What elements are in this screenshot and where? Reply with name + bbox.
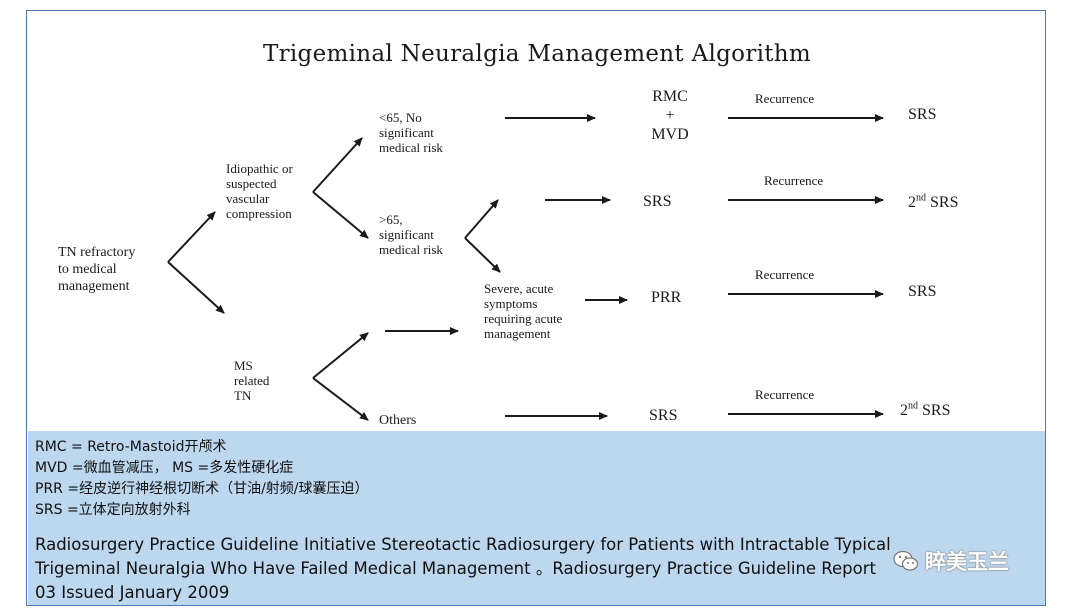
diagram-title: Trigeminal Neuralgia Management Algorith… bbox=[262, 41, 812, 67]
label-recurrence-1: Recurrence bbox=[755, 91, 815, 106]
label-recurrence-2: Recurrence bbox=[764, 173, 824, 188]
legend-prr: PRR =经皮逆行神经根切断术（甘油/射频/球囊压迫） bbox=[35, 481, 369, 497]
node-over65: >65, significant medical risk bbox=[379, 212, 443, 257]
arrow-ms-up bbox=[312, 332, 369, 379]
arrow-idiopathic-to-over65 bbox=[312, 191, 369, 239]
node-severe: Severe, acute symptoms requiring acute m… bbox=[484, 281, 563, 341]
node-root: TN refractory to medical management bbox=[58, 245, 136, 294]
legend-rmc: RMC = Retro-Mastoid开颅术 bbox=[35, 439, 227, 455]
node-under65: <65, No significant medical risk bbox=[379, 110, 443, 155]
node-srs-others: SRS bbox=[649, 407, 678, 424]
watermark: 睟美玉兰 bbox=[893, 546, 1009, 576]
citation: Radiosurgery Practice Guideline Initiati… bbox=[35, 535, 891, 602]
arrow-over65-up bbox=[464, 199, 499, 239]
wechat-icon bbox=[893, 550, 919, 571]
arrow-root-to-idiopathic bbox=[167, 211, 216, 263]
arrow-idiopathic-to-under65 bbox=[312, 137, 363, 193]
node-idiopathic: Idiopathic or suspected vascular compres… bbox=[226, 161, 293, 221]
legend-panel: RMC = Retro-Mastoid开颅术 MVD =微血管减压， MS =多… bbox=[28, 431, 1045, 605]
outcome-2nd-srs-1: 2nd SRS bbox=[908, 192, 959, 211]
legend-mvd-ms: MVD =微血管减压， MS =多发性硬化症 bbox=[35, 460, 294, 476]
outcome-srs-1: SRS bbox=[908, 106, 937, 123]
watermark-text: 睟美玉兰 bbox=[925, 550, 1009, 574]
legend-srs: SRS =立体定向放射外科 bbox=[35, 502, 191, 518]
node-others: Others bbox=[379, 413, 417, 428]
node-rmc-mvd: RMC + MVD bbox=[651, 88, 689, 143]
node-srs-over65: SRS bbox=[643, 193, 672, 210]
label-recurrence-3: Recurrence bbox=[755, 267, 815, 282]
outcome-2nd-srs-2: 2nd SRS bbox=[900, 400, 951, 419]
label-recurrence-4: Recurrence bbox=[755, 387, 815, 402]
arrow-over65-to-severe bbox=[464, 237, 501, 273]
node-prr: PRR bbox=[651, 289, 682, 306]
arrow-root-to-ms bbox=[167, 261, 225, 314]
outcome-srs-2: SRS bbox=[908, 283, 937, 300]
arrow-ms-to-others bbox=[312, 377, 369, 421]
node-ms: MS related TN bbox=[234, 358, 270, 403]
